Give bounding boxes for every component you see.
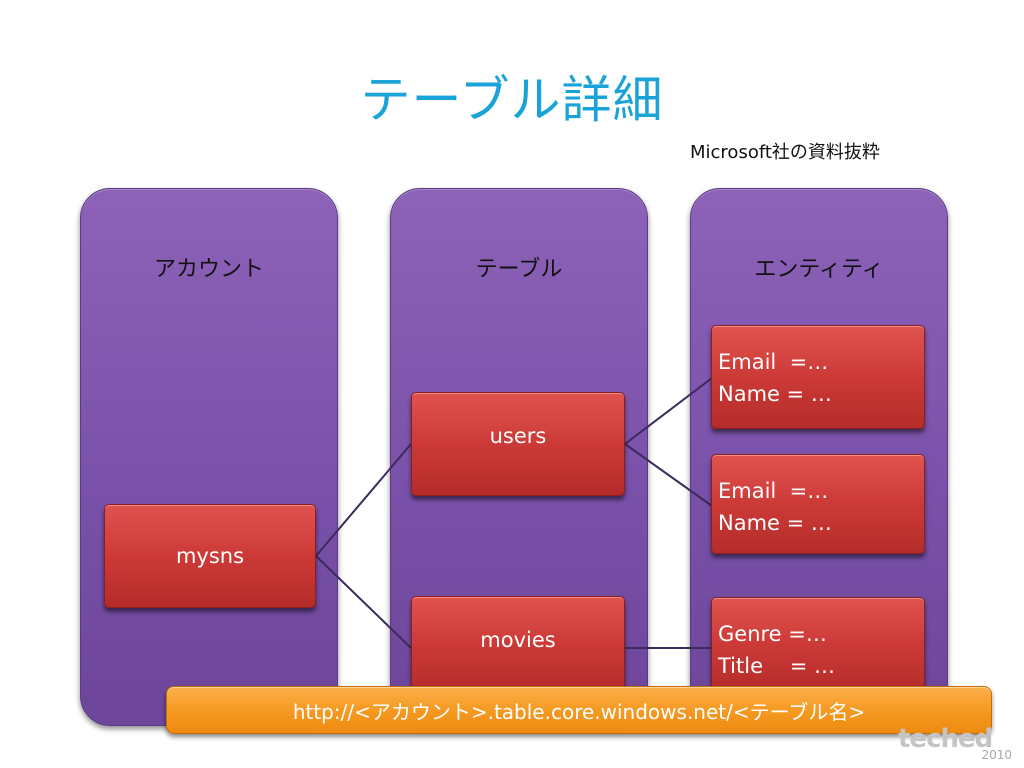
column-header-entity: エンティティ xyxy=(754,257,884,282)
column-account: アカウント xyxy=(80,188,338,726)
account-box-mysns: mysns xyxy=(104,504,316,608)
source-note: Microsoft社の資料抜粋 xyxy=(690,142,880,163)
url-bar: http://<アカウント>.table.core.windows.net/<テ… xyxy=(166,686,992,734)
entity-box-1: Email =… Name = … xyxy=(711,325,925,429)
event-logo: teched 2010 xyxy=(898,718,1016,762)
entity-3-line-1: Genre =… xyxy=(718,622,827,646)
event-logo-year: 2010 xyxy=(981,748,1012,762)
column-header-table: テーブル xyxy=(475,257,563,282)
entity-1-line-1: Email =… xyxy=(718,350,829,374)
entity-box-2: Email =… Name = … xyxy=(711,454,925,554)
slide-title: テーブル詳細 xyxy=(360,71,664,129)
entity-3-line-2: Title = … xyxy=(718,654,835,678)
entity-box-3: Genre =… Title = … xyxy=(711,597,925,692)
table-box-users: users xyxy=(411,392,625,496)
url-text: http://<アカウント>.table.core.windows.net/<テ… xyxy=(292,699,866,724)
entity-2-line-1: Email =… xyxy=(718,479,829,503)
account-label: mysns xyxy=(175,544,245,568)
entity-2-line-2: Name = … xyxy=(718,511,832,535)
table-label-users: users xyxy=(489,424,547,448)
column-header-account: アカウント xyxy=(153,257,264,282)
table-label-movies: movies xyxy=(480,628,556,652)
table-box-movies: movies xyxy=(411,596,625,692)
event-logo-word: teched xyxy=(898,724,993,754)
entity-1-line-2: Name = … xyxy=(718,382,832,406)
